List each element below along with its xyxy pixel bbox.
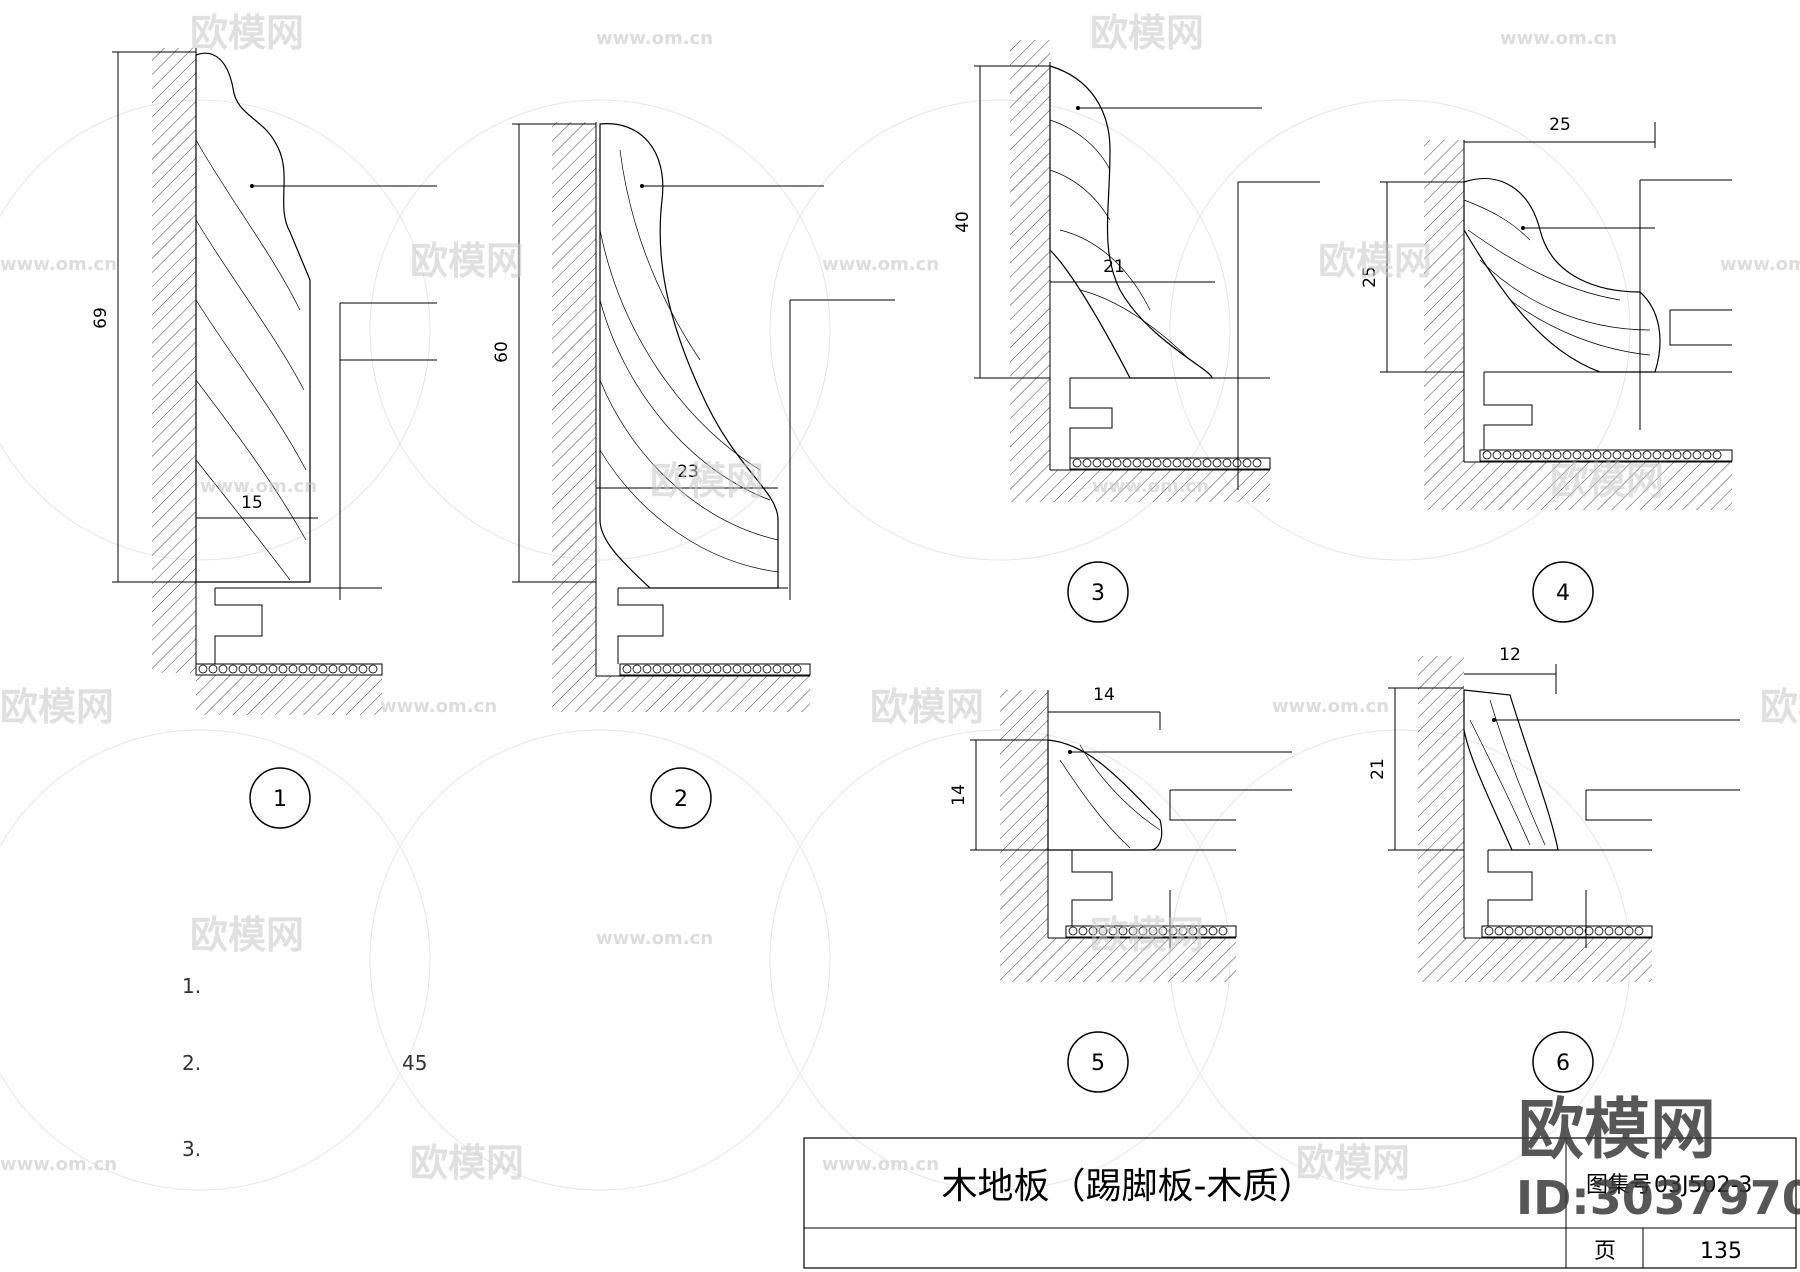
detail-number-circle [1532, 561, 1594, 623]
detail-3: 40 21 3 [953, 40, 1320, 623]
floor-board [195, 663, 383, 676]
watermark-brand-large: 欧模网 [1518, 1091, 1716, 1168]
note-index: 1. [182, 974, 201, 998]
watermark-brand: 欧模网 [1760, 685, 1800, 729]
skirting-profile [1463, 177, 1661, 373]
watermark-site: www.om.cn [822, 254, 939, 275]
note-index: 2. [182, 1051, 201, 1075]
watermark-circles [0, 99, 1631, 1191]
skirting-profile [1049, 65, 1213, 379]
wall-hatch [152, 48, 196, 673]
detail-number-circle [249, 767, 311, 829]
detail-5: 14 14 5 [949, 685, 1292, 1093]
watermark-site: www.om.cn [0, 254, 117, 275]
watermark-site: www.om.cn [1500, 28, 1617, 49]
width-dimension: 12 [1499, 645, 1521, 665]
watermark-brand: 欧模网 [410, 1141, 524, 1185]
watermark-brand: 欧模网 [410, 239, 524, 283]
watermark-brand: 欧模网 [650, 459, 764, 503]
width-dimension: 23 [677, 462, 699, 482]
joist [214, 587, 382, 664]
watermark-brand: 欧模网 [190, 913, 304, 957]
height-dimension: 14 [949, 784, 969, 806]
watermark-site: www.om.cn [0, 1154, 117, 1175]
width-dimension: 15 [241, 493, 263, 513]
detail-number: 4 [1556, 581, 1570, 606]
drawing-title: 木地板（踢脚板-木质） [942, 1166, 1315, 1207]
note-value: 45 [402, 1051, 427, 1075]
watermark-site: www.om.cn [1720, 254, 1800, 275]
width-dimension: 14 [1093, 685, 1115, 705]
detail-number-circle [650, 767, 712, 829]
watermark-site: www.om.cn [380, 696, 497, 717]
watermark-site: www.om.cn [1092, 476, 1209, 497]
title-block: 木地板（踢脚板-木质） 图集号 03J502-3 页 135 [803, 1137, 1797, 1269]
watermark-brand: 欧模网 [1318, 239, 1432, 283]
detail-number: 1 [273, 787, 287, 812]
detail-6: 12 21 6 [1368, 645, 1740, 1093]
detail-number: 3 [1091, 581, 1105, 606]
watermark-brand: 欧模网 [0, 685, 114, 729]
width-dimension: 25 [1549, 115, 1571, 135]
height-dimension: 25 [1360, 266, 1380, 288]
watermark-brand: 欧模网 [1090, 11, 1204, 55]
watermark-brand: 欧模网 [190, 11, 304, 55]
detail-number-circle [1067, 561, 1129, 623]
watermark-site: www.om.cn [596, 28, 713, 49]
watermark-site: www.om.cn [200, 476, 317, 497]
watermark-site: www.om.cn [1272, 696, 1389, 717]
detail-number-circle [1532, 1031, 1594, 1093]
atlas-number: 03J502-3 [1654, 1173, 1752, 1198]
detail-2: 60 23 2 [492, 122, 895, 829]
watermark-layer: 欧模网 www.om.cn 欧模网 www.om.cn www.om.cn 欧模… [0, 11, 1800, 1185]
notes: 1. 2. 45 3. [182, 974, 427, 1161]
skirting-profile [195, 52, 311, 583]
skirting-profile [1047, 739, 1163, 851]
watermark-brand: 欧模网 [1550, 459, 1664, 503]
watermark-brand: 欧模网 [1090, 913, 1204, 957]
watermark-id: ID:3037970 [1516, 1171, 1800, 1225]
height-dimension: 69 [91, 307, 111, 329]
height-dimension: 40 [953, 211, 973, 233]
note-index: 3. [182, 1137, 201, 1161]
detail-1: 69 15 1 [91, 48, 437, 829]
detail-number: 5 [1091, 1051, 1105, 1076]
height-dimension: 60 [492, 341, 512, 363]
watermark-overlay: 欧模网 ID:3037970 [1516, 1091, 1800, 1225]
watermark-site: www.om.cn [822, 1154, 939, 1175]
skirting-profile [599, 123, 779, 589]
leader-line [252, 185, 437, 600]
skirting-profile [1463, 689, 1559, 851]
page-label: 页 [1594, 1239, 1616, 1264]
watermark-brand: 欧模网 [1296, 1141, 1410, 1185]
detail-number: 6 [1556, 1051, 1570, 1076]
detail-number-circle [1067, 1031, 1129, 1093]
watermark-brand: 欧模网 [870, 685, 984, 729]
page-number: 135 [1700, 1239, 1742, 1264]
detail-4: 25 25 4 [1360, 115, 1733, 623]
atlas-label: 图集号 [1586, 1173, 1652, 1198]
floor-hatch [196, 675, 382, 715]
detail-number: 2 [674, 787, 688, 812]
height-dimension: 21 [1368, 758, 1388, 780]
width-dimension: 21 [1103, 257, 1125, 277]
watermark-site: www.om.cn [596, 928, 713, 949]
